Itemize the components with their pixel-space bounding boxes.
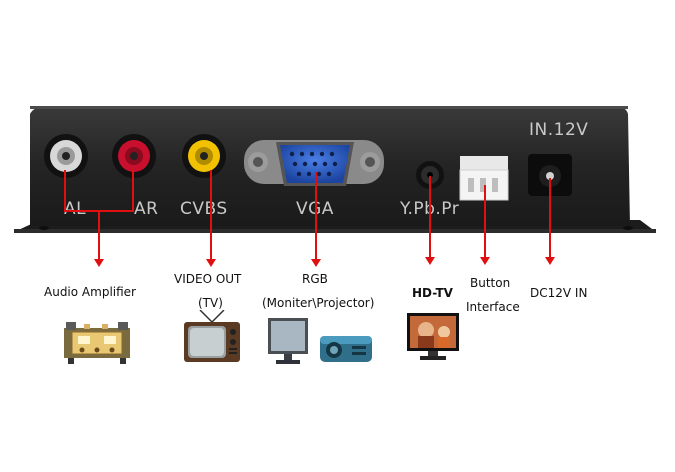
video-callout-label: VIDEO OUT [174,272,242,286]
ar-port-label: AR [134,199,159,219]
dc-arrow [545,178,555,265]
amplifier-icon [64,322,130,364]
rca-al-connector [44,134,88,178]
video-callout-sublabel: (TV) [198,296,223,310]
hdtv-arrow [425,176,435,265]
hdtv-callout-label: HD-TV [412,286,453,300]
crt-tv-icon [184,310,240,362]
video-arrow [206,170,216,267]
lcd-monitor-icon [268,318,308,364]
al-port-label: AL [64,199,87,219]
vga-connector [244,140,384,186]
rca-cvbs-connector [182,134,226,178]
rgb-callout-label: RGB [302,272,328,286]
vga-port-label: VGA [296,199,334,219]
rgb-callout-sublabel: (Moniter\Projector) [262,296,375,310]
button-interface-connector [459,156,509,201]
power-input-label: IN.12V [529,120,589,140]
device-back-panel [14,106,656,233]
projector-icon [320,336,372,362]
button-callout-label: Button [470,276,511,290]
hdtv-icon [407,313,459,360]
ypbpr-jack [416,161,444,189]
rgb-arrow [311,172,321,267]
dc-power-jack [528,154,572,196]
al-lead-line [64,170,66,212]
rca-ar-connector [112,134,156,178]
cvbs-port-label: CVBS [180,199,228,219]
audio-arrow [94,210,104,267]
button-arrow [480,185,490,265]
dc-callout-label: DC12V IN [530,286,588,300]
audio-callout-label: Audio Amplifier [44,285,136,299]
button-callout-sublabel: Interface [466,300,520,314]
ar-lead-line [132,170,134,212]
